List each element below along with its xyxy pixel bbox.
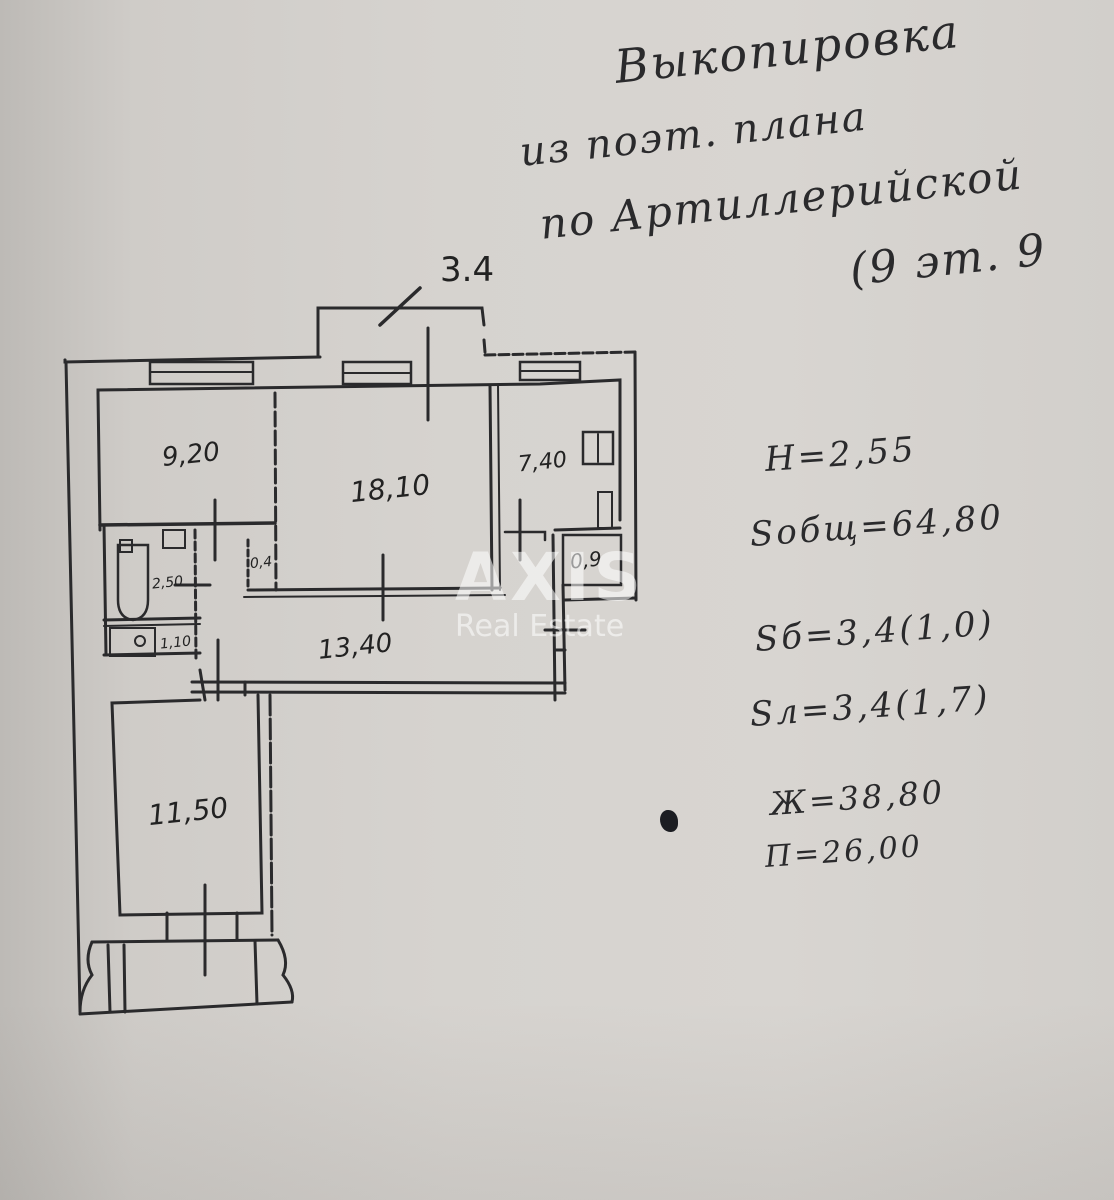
ink-blot <box>660 810 678 832</box>
pantry-area: 0,9 <box>568 546 603 574</box>
toilet-area: 1,10 <box>159 633 192 653</box>
closet-area: 0,4 <box>249 553 274 573</box>
kitchen-area: 7,40 <box>516 447 569 478</box>
room-area-9-20: 9,20 <box>160 437 222 473</box>
balcony-area-label: 3.4 <box>440 250 495 290</box>
bathroom-area: 2,50 <box>151 573 184 593</box>
